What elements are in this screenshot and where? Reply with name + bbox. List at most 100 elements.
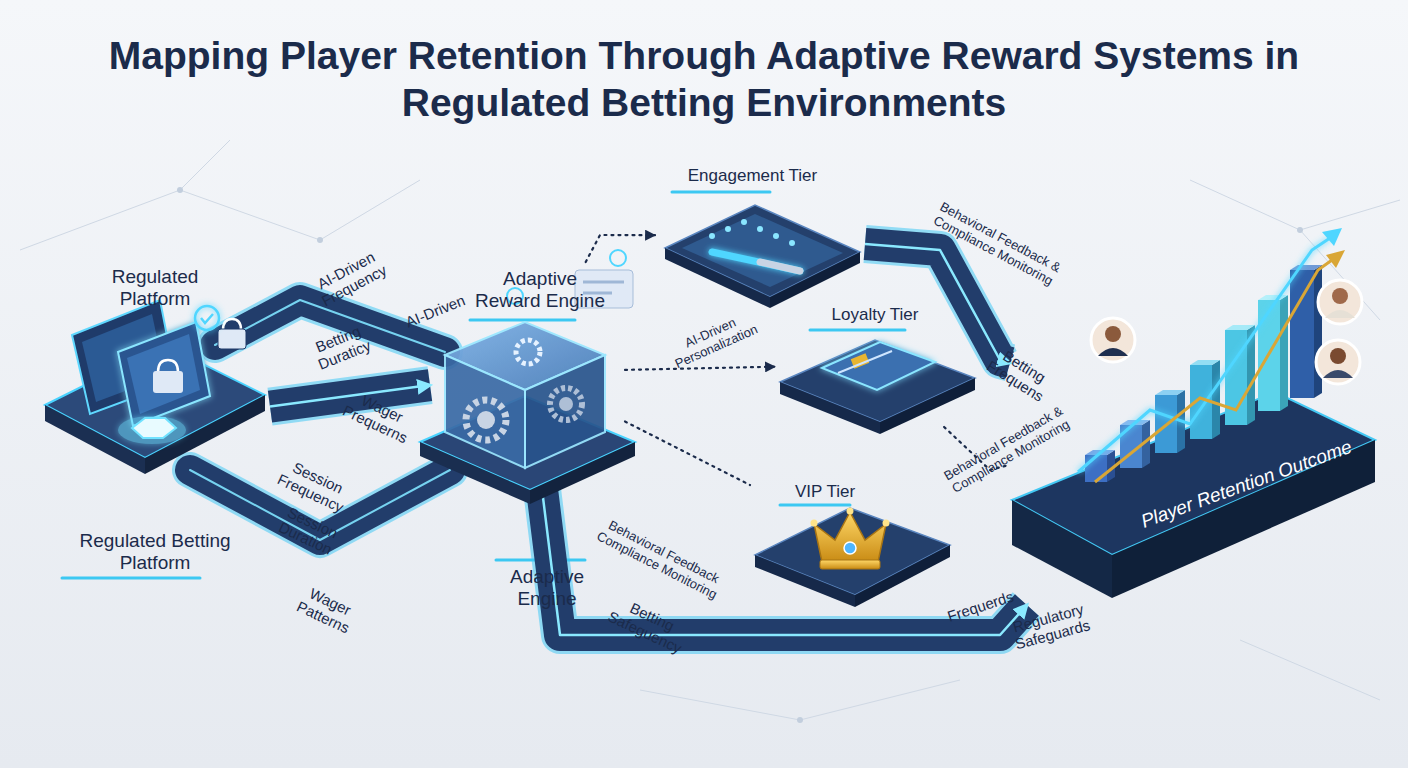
loyalty-panel-illustration — [780, 340, 975, 434]
bar — [1225, 325, 1255, 330]
diagram-title: Mapping Player Retention Through Adaptiv… — [104, 32, 1304, 126]
platform-illustration — [45, 300, 265, 474]
loyalty-panel-illustration — [880, 378, 975, 434]
loyalty-panel-illustration — [780, 382, 880, 434]
engagement-panel-illustration — [757, 226, 763, 232]
node-heading: Player Retention Outcome — [1130, 433, 1363, 536]
engine-cube-illustration — [466, 400, 506, 440]
outcome-chart-illustration — [1078, 238, 1330, 472]
engine-cube-illustration — [420, 250, 635, 504]
platform-illustration — [195, 306, 219, 330]
network-lines — [1190, 180, 1400, 230]
network-lines — [180, 140, 230, 190]
engine-cube-illustration — [445, 355, 525, 468]
engagement-panel-illustration — [709, 219, 795, 246]
tier-panel: Engagement Tier — [655, 163, 865, 308]
outcome-chart-illustration — [1095, 260, 1332, 482]
dotted-line — [625, 367, 775, 370]
bar — [1290, 270, 1314, 398]
loyalty-panel-illustration — [822, 342, 935, 390]
engine-cube-illustration — [550, 388, 582, 420]
dotted-line — [586, 235, 655, 262]
heading-underline — [810, 329, 905, 332]
flow-label: Betting Safeguency — [600, 590, 696, 659]
network-lines — [1240, 640, 1380, 700]
player-avatar — [1325, 310, 1355, 318]
vip-panel-illustration — [814, 512, 886, 562]
platform-illustration — [127, 334, 200, 414]
flow-label: AI-Driven Frequency — [300, 240, 400, 315]
tier-panel: VIP Tier — [750, 478, 955, 596]
bar — [1280, 295, 1288, 411]
dotted-connector — [625, 367, 775, 370]
dotted-line — [625, 422, 750, 486]
outcome-chart-illustration — [1012, 500, 1112, 598]
engagement-panel-illustration — [712, 252, 800, 271]
heading-underline — [62, 577, 200, 580]
engine-cube-illustration — [610, 250, 626, 266]
platform-illustration — [153, 371, 183, 393]
engagement-panel-illustration — [665, 205, 860, 297]
platform-illustration — [158, 360, 178, 372]
platform-illustration — [118, 416, 186, 444]
outcome-node: Player Retention Outcome — [1010, 225, 1385, 605]
engagement-panel-illustration — [682, 214, 843, 287]
platform-illustration — [132, 418, 176, 438]
loyalty-panel-illustration — [838, 351, 892, 373]
engine-cube-illustration — [516, 340, 540, 364]
bar — [1120, 420, 1150, 468]
heading-underline — [672, 191, 770, 194]
player-avatar — [1105, 326, 1121, 342]
player-avatar — [1330, 348, 1346, 364]
vip-panel-illustration — [847, 508, 854, 515]
edge-label: Behavioral Feedback Compliance Monitorin… — [586, 512, 733, 607]
node-heading: Regulated Platform — [90, 266, 220, 310]
network-dots — [177, 187, 1303, 723]
bar — [1290, 265, 1322, 398]
dotted-connector — [586, 235, 655, 262]
edge-label: Behavioral Feedback & Compliance Monitor… — [935, 400, 1080, 501]
platform-illustration — [118, 322, 210, 426]
vip-panel-illustration — [844, 542, 856, 554]
network-lines — [20, 140, 1400, 720]
vip-panel-illustration — [755, 508, 950, 608]
node-heading: Engagement Tier — [665, 166, 840, 186]
player-avatar — [1316, 340, 1360, 384]
flow-label: AI-Driven — [395, 288, 476, 334]
bar — [1258, 295, 1288, 411]
player-avatar — [1323, 370, 1353, 378]
flow-label: Betting Duraticy — [300, 317, 382, 377]
engagement-panel-illustration — [789, 240, 795, 246]
network-dots — [1297, 227, 1303, 233]
network-lines — [640, 680, 960, 720]
platform-illustration — [218, 329, 246, 349]
network-dots — [177, 187, 183, 193]
player-avatar — [1091, 318, 1135, 362]
player-avatar — [1318, 280, 1362, 324]
node-heading: VIP Tier — [765, 482, 885, 502]
flow-label: Behavioral Feedback & Compliance Monitor… — [921, 195, 1072, 294]
outcome-chart-illustration — [1326, 250, 1345, 268]
network-dots — [797, 717, 803, 723]
engagement-panel-illustration — [741, 219, 747, 225]
engine-cube-illustration — [477, 411, 495, 429]
vip-panel-illustration — [755, 508, 950, 595]
node-subheading: Regulated Betting Platform — [60, 530, 250, 574]
dotted-connector — [625, 422, 750, 486]
heading-underline — [780, 504, 850, 507]
bar — [1314, 265, 1322, 398]
heading-underline — [470, 319, 575, 322]
network-dots — [317, 237, 323, 243]
bar — [1212, 360, 1220, 439]
platform-illustration — [201, 314, 213, 323]
engagement-panel-illustration — [725, 226, 731, 232]
player-avatar — [1316, 340, 1360, 384]
bar — [1155, 390, 1185, 395]
engagement-panel-illustration — [773, 233, 779, 239]
outcome-chart-illustration — [1012, 228, 1375, 598]
bar — [1190, 360, 1220, 365]
bar — [1085, 455, 1107, 482]
flow-label: Regulatory Safeguards — [1000, 597, 1101, 655]
network-lines — [20, 180, 420, 250]
engine-cube-illustration — [583, 281, 624, 284]
